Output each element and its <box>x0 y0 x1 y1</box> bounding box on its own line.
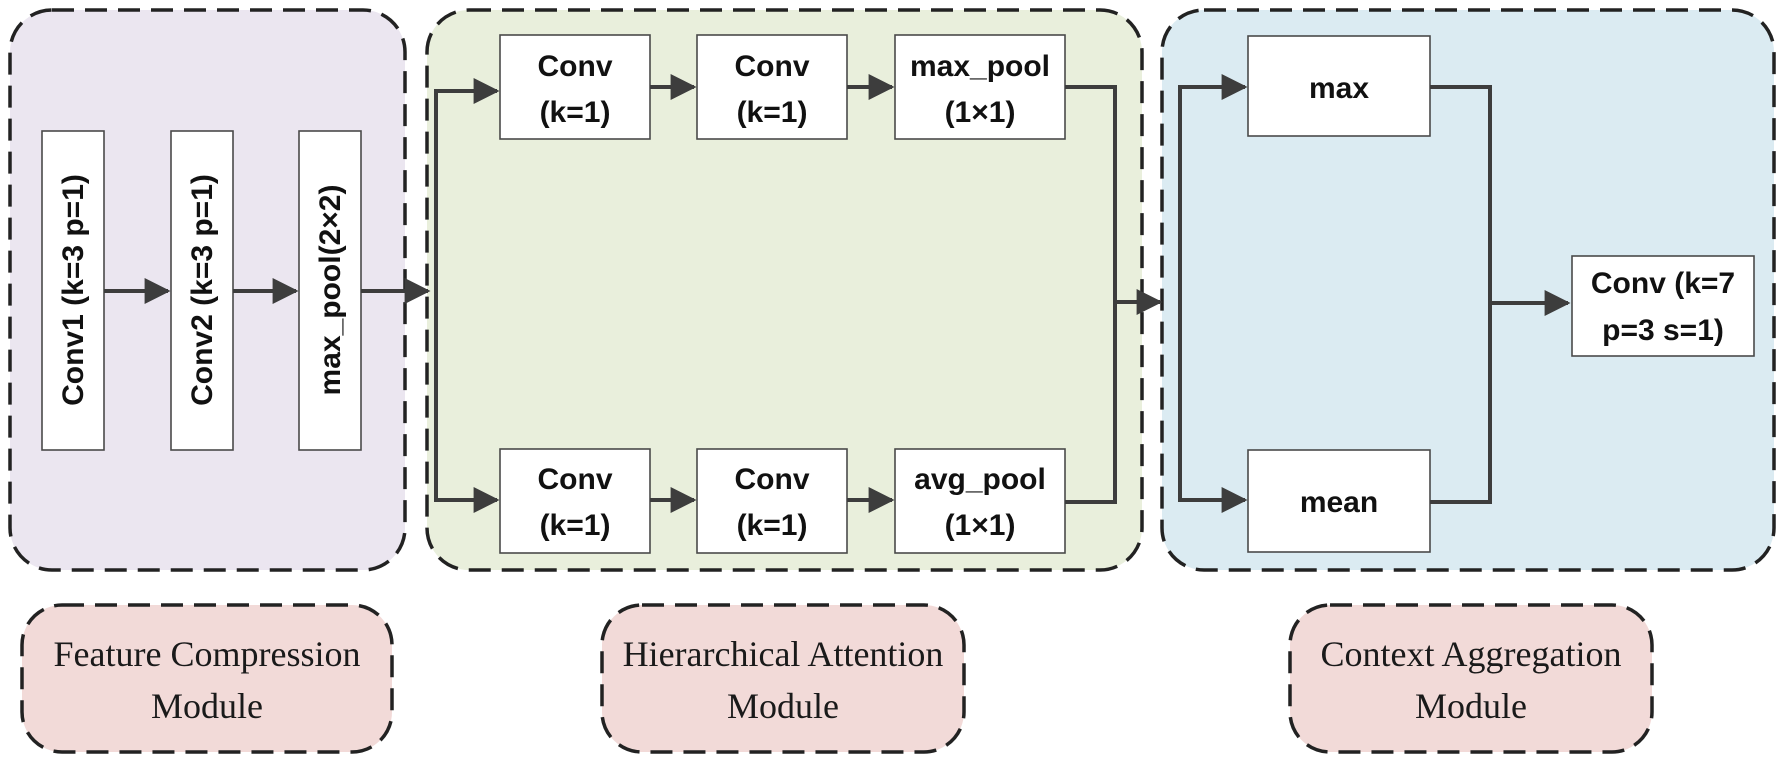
ha-bottom-conv1-line2: (k=1) <box>540 509 611 542</box>
ca-max-label: max <box>1309 72 1369 105</box>
ha-bottom-conv2-line1: Conv <box>735 463 810 496</box>
label-hierarchical-attention-line2: Module <box>727 686 839 726</box>
ha-merge-line <box>1065 85 1117 504</box>
fc-block-maxpool-label: max_pool(2×2) <box>314 185 347 396</box>
label-context-aggregation-line2: Module <box>1415 686 1527 726</box>
ha-top-conv2-line1: Conv <box>735 50 810 83</box>
ca-output-conv: Conv (k=7 p=3 s=1) <box>1571 255 1755 357</box>
ca-mean-box: mean <box>1247 449 1431 553</box>
ha-top-conv1-line2: (k=1) <box>540 96 611 129</box>
ha-bottom-avgpool-line2: (1×1) <box>945 509 1016 542</box>
fc-block-conv1-label: Conv1 (k=3 p=1) <box>57 174 90 406</box>
label-context-aggregation-line1: Context Aggregation <box>1321 634 1622 674</box>
label-hierarchical-attention: Hierarchical Attention Module <box>600 603 966 754</box>
ca-mean-label: mean <box>1300 486 1378 519</box>
ha-top-maxpool-line2: (1×1) <box>945 96 1016 129</box>
ha-bottom-avgpool-line1: avg_pool <box>914 463 1046 496</box>
ha-top-conv2-line2: (k=1) <box>737 96 808 129</box>
fc-block-conv2: Conv2 (k=3 p=1) <box>170 130 234 451</box>
ha-top-maxpool: max_pool (1×1) <box>894 34 1066 140</box>
ha-top-conv1-line1: Conv <box>538 50 613 83</box>
label-feature-compression-line2: Module <box>151 686 263 726</box>
ha-top-conv2: Conv (k=1) <box>696 34 848 140</box>
label-feature-compression-line1: Feature Compression <box>54 634 361 674</box>
ca-max-box: max <box>1247 35 1431 137</box>
ca-output-line2: p=3 s=1) <box>1602 314 1724 347</box>
ha-bottom-avgpool: avg_pool (1×1) <box>894 448 1066 554</box>
ha-top-conv1: Conv (k=1) <box>499 34 651 140</box>
label-hierarchical-attention-line1: Hierarchical Attention <box>623 634 944 674</box>
ha-top-maxpool-line1: max_pool <box>910 50 1050 83</box>
ha-bottom-conv2: Conv (k=1) <box>696 448 848 554</box>
ha-bottom-conv1: Conv (k=1) <box>499 448 651 554</box>
label-feature-compression: Feature Compression Module <box>20 603 394 754</box>
ca-output-line1: Conv (k=7 <box>1591 267 1735 300</box>
ha-bottom-conv1-line1: Conv <box>538 463 613 496</box>
label-context-aggregation: Context Aggregation Module <box>1288 603 1654 754</box>
fc-block-conv2-label: Conv2 (k=3 p=1) <box>186 174 219 406</box>
fc-block-maxpool: max_pool(2×2) <box>298 130 362 451</box>
ha-bottom-conv2-line2: (k=1) <box>737 509 808 542</box>
fc-block-conv1: Conv1 (k=3 p=1) <box>41 130 105 451</box>
ca-merge-line <box>1430 85 1492 504</box>
